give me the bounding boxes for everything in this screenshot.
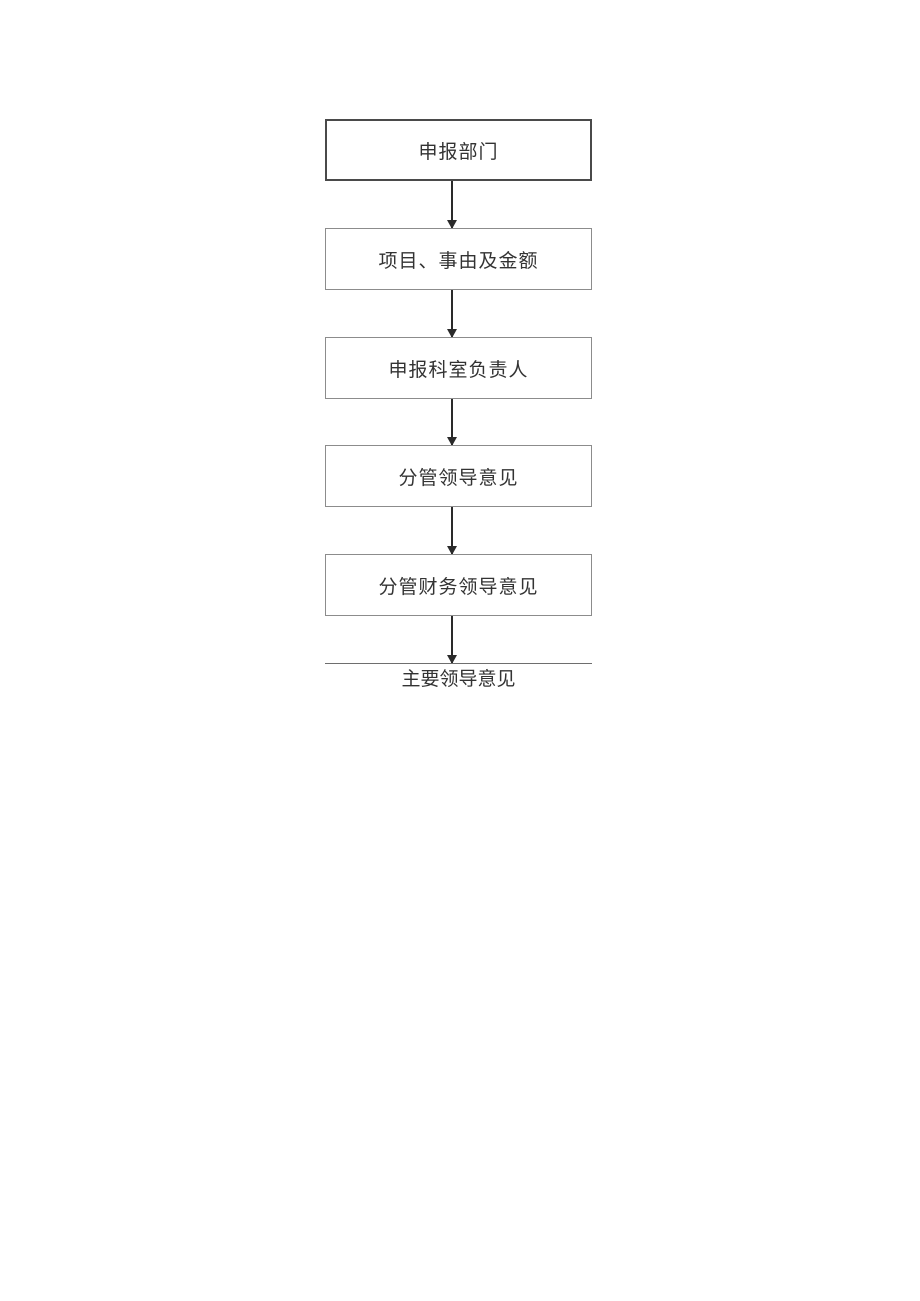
flow-step-section-head: 申报科室负责人 xyxy=(325,337,592,399)
flow-step-label: 申报科室负责人 xyxy=(388,358,529,381)
flow-step-label: 分管领导意见 xyxy=(398,466,519,489)
flow-step-declaring-department: 申报部门 xyxy=(325,119,592,181)
arrow-down-icon xyxy=(447,181,457,229)
arrow-down-icon xyxy=(447,507,457,555)
flow-step-chief-leader-opinion: 主要领导意见 xyxy=(401,668,516,690)
arrow-down-icon xyxy=(447,290,457,338)
flow-step-supervising-leader-opinion: 分管领导意见 xyxy=(325,445,592,507)
flow-step-finance-leader-opinion: 分管财务领导意见 xyxy=(325,554,592,616)
flow-step-label: 项目、事由及金额 xyxy=(378,249,539,272)
flow-step-label: 分管财务领导意见 xyxy=(378,575,539,598)
arrow-down-icon xyxy=(447,616,457,664)
final-step-divider xyxy=(325,663,592,664)
arrow-down-icon xyxy=(447,399,457,446)
flow-step-label: 申报部门 xyxy=(418,140,499,163)
flow-step-project-reason-amount: 项目、事由及金额 xyxy=(325,228,592,290)
